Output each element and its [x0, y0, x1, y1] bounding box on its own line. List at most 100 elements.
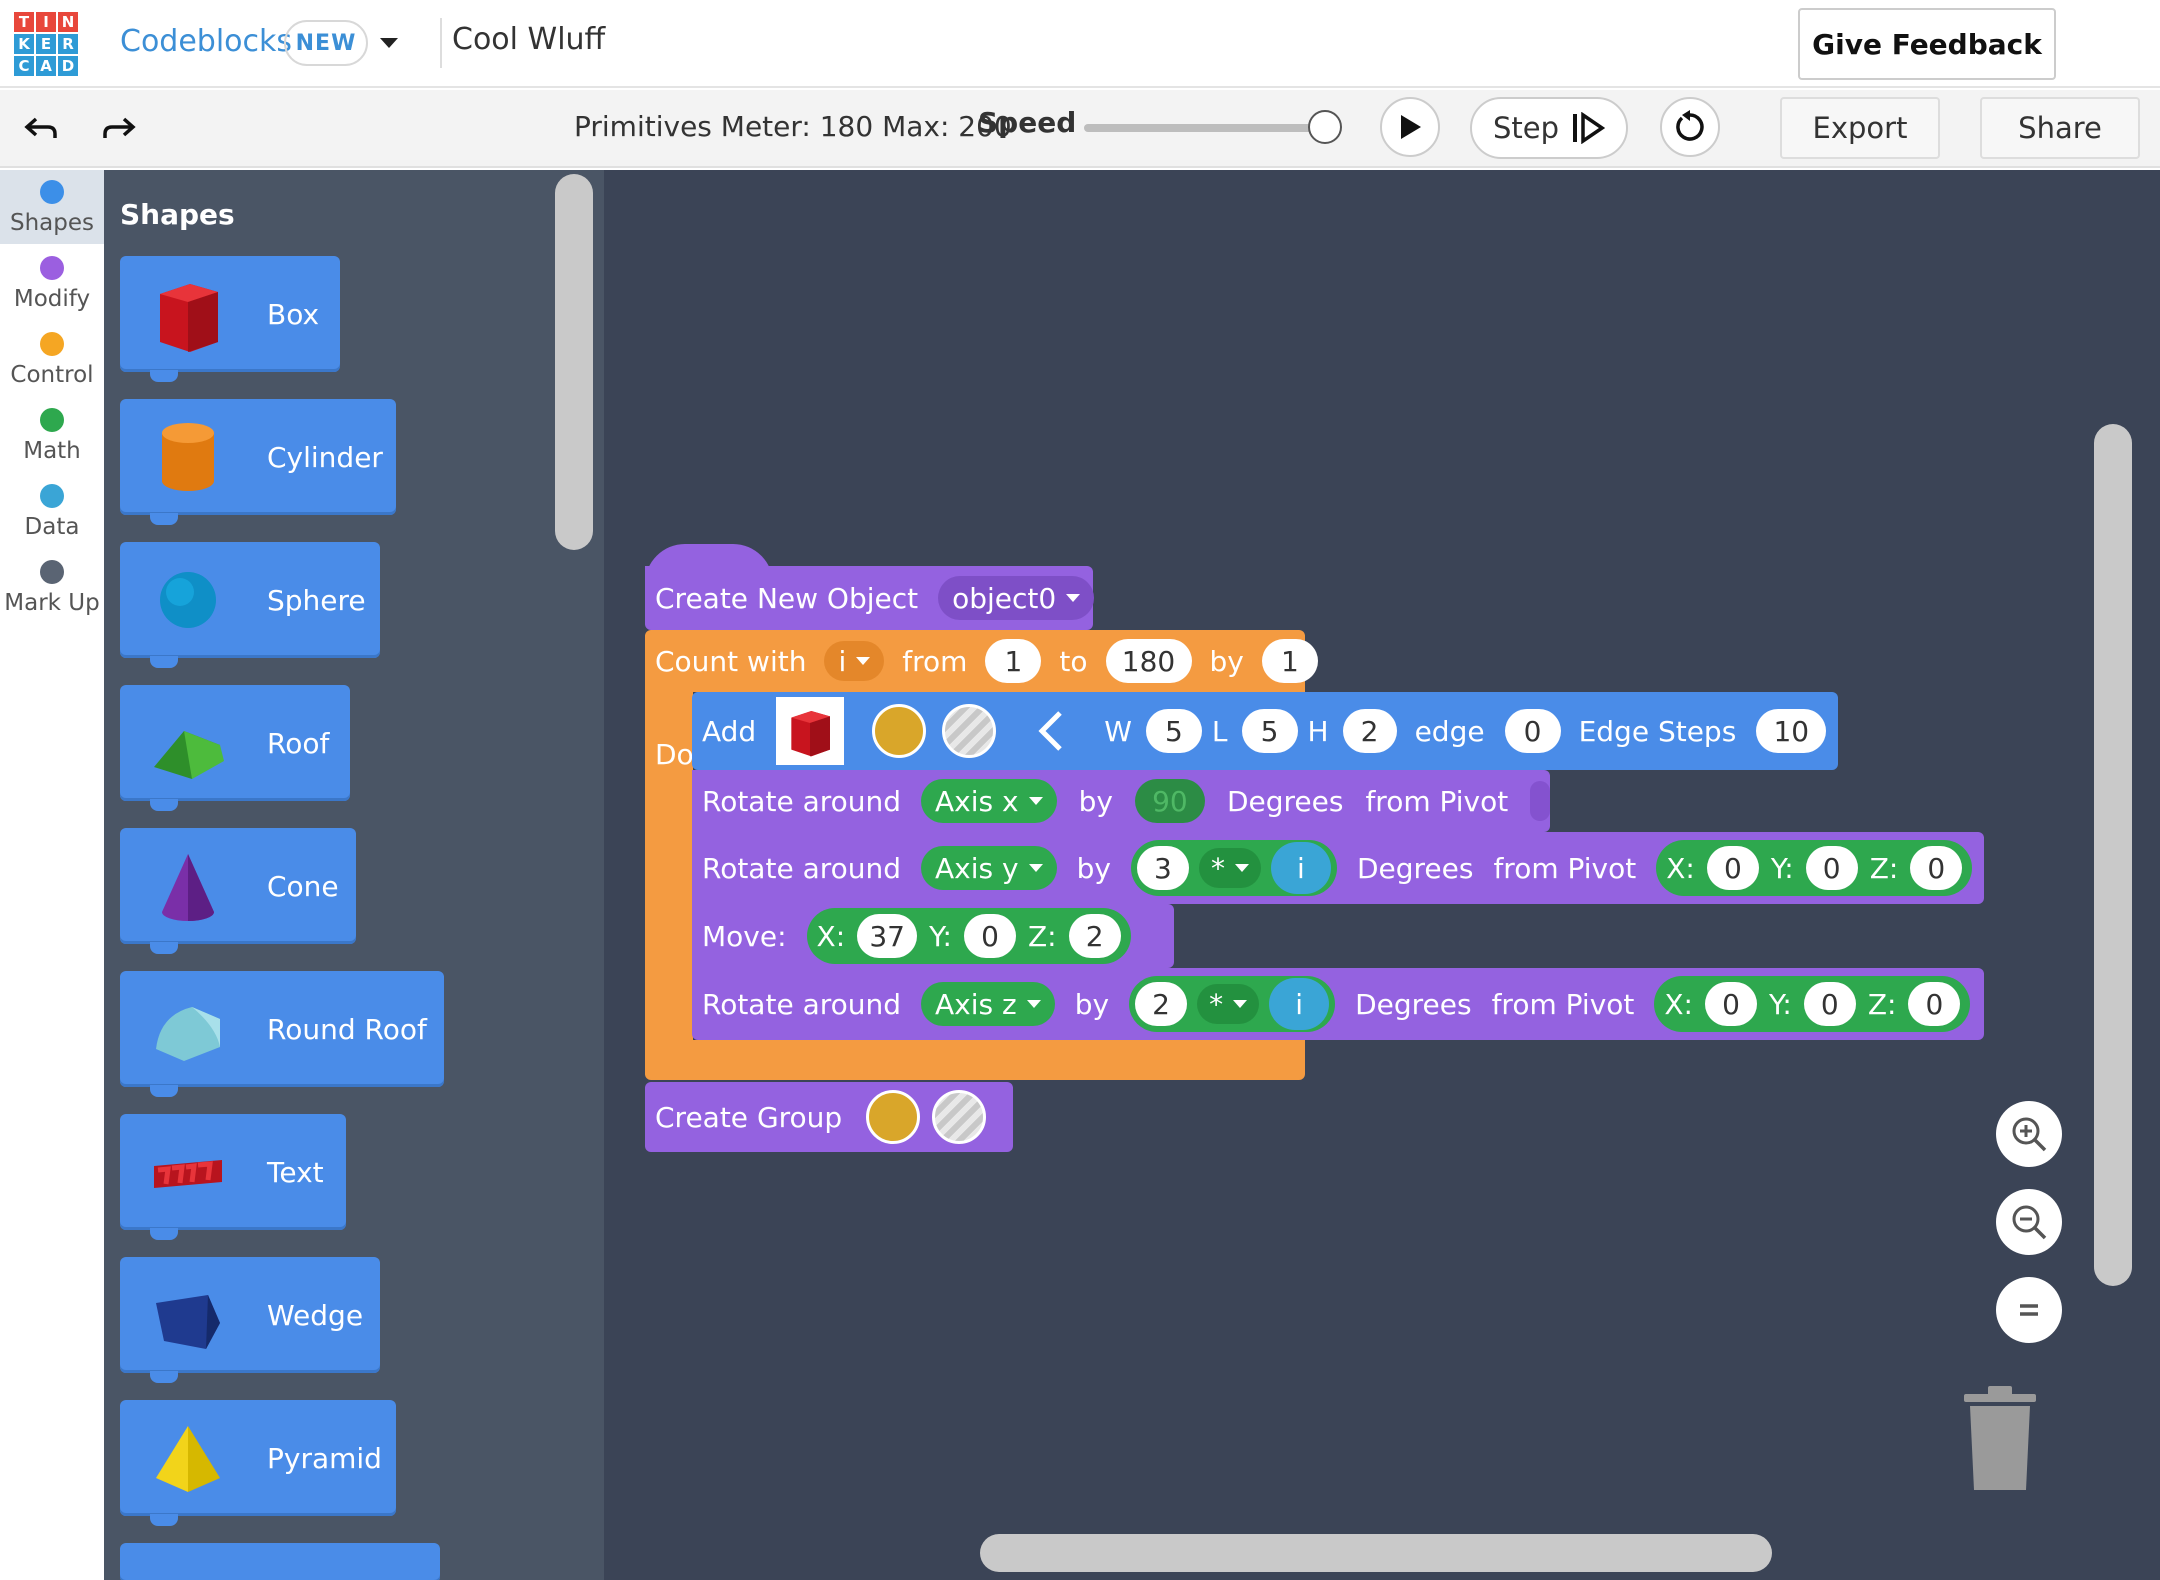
chevron-down-icon[interactable]	[380, 38, 398, 48]
flyout-scrollbar[interactable]	[555, 174, 593, 550]
zoom-reset-button[interactable]	[1996, 1277, 2062, 1343]
category-control[interactable]: Control	[0, 322, 104, 396]
trash-icon[interactable]	[1962, 1384, 2038, 1492]
dropdown-value: *	[1209, 987, 1224, 1021]
shape-label: Round Roof	[267, 1012, 427, 1046]
create-new-object-block[interactable]: Create New Object object0	[645, 566, 1095, 630]
variable-i-block[interactable]: i	[1270, 842, 1331, 894]
collapse-chevron-icon[interactable]	[1036, 709, 1066, 753]
redo-icon[interactable]	[94, 104, 144, 154]
reset-button[interactable]	[1660, 97, 1720, 157]
move-block[interactable]: Move: X: 37 Y: 0 Z: 2	[692, 904, 1174, 968]
logo-letter: A	[36, 56, 56, 76]
category-shapes[interactable]: Shapes	[0, 170, 104, 244]
multiply-expression[interactable]: 3 * i	[1130, 840, 1337, 896]
shape-block-text[interactable]: Text	[120, 1114, 346, 1240]
edge-steps-input[interactable]: 10	[1756, 709, 1827, 753]
operand-a-input[interactable]: 3	[1136, 846, 1189, 890]
operand-a-input[interactable]: 2	[1135, 982, 1188, 1026]
shape-block-pyramid[interactable]: Pyramid	[120, 1400, 396, 1526]
move-x-input[interactable]: 37	[857, 914, 918, 958]
hole-swatch[interactable]	[942, 704, 997, 758]
shape-block-cylinder[interactable]: Cylinder	[120, 399, 396, 525]
shape-block-partial[interactable]	[120, 1543, 440, 1580]
edge-input[interactable]: 0	[1504, 709, 1561, 753]
step-button[interactable]: Step	[1470, 97, 1628, 159]
color-swatch-gold[interactable]	[866, 1090, 921, 1144]
zoom-out-button[interactable]	[1996, 1189, 2062, 1255]
pivot-z-input[interactable]: 0	[1910, 846, 1963, 890]
app-name[interactable]: Codeblocks	[120, 24, 293, 59]
logo-letter: R	[58, 34, 78, 54]
multiply-expression[interactable]: 2 * i	[1129, 976, 1336, 1032]
workspace-vertical-scrollbar[interactable]	[2094, 424, 2132, 1286]
length-input[interactable]: 5	[1241, 709, 1298, 753]
export-button[interactable]: Export	[1780, 97, 1940, 159]
pivot-empty-slot[interactable]	[1530, 781, 1550, 821]
tinkercad-logo[interactable]: T I N K E R C A D	[14, 12, 78, 76]
pivot-label: from Pivot	[1493, 851, 1637, 885]
shape-block-round-roof[interactable]: Round Roof	[120, 971, 444, 1097]
angle-input[interactable]: 90	[1134, 779, 1205, 823]
axis-dropdown[interactable]: Axis z	[921, 982, 1055, 1026]
logo-letter: N	[58, 12, 78, 32]
edge-steps-label: Edge Steps	[1578, 714, 1737, 748]
by-label: by	[1076, 851, 1111, 885]
pivot-x-input[interactable]: 0	[1705, 982, 1757, 1026]
axis-dropdown[interactable]: Axis y	[921, 846, 1057, 890]
project-name[interactable]: Cool Wluff	[452, 22, 606, 57]
pivot-label: from Pivot	[1491, 987, 1635, 1021]
pivot-y-input[interactable]: 0	[1805, 846, 1858, 890]
axis-dropdown[interactable]: Axis x	[921, 779, 1057, 823]
by-input[interactable]: 1	[1261, 639, 1318, 683]
play-button[interactable]	[1380, 97, 1440, 157]
pivot-xyz[interactable]: X: 0 Y: 0 Z: 0	[1654, 976, 1971, 1032]
shape-block-sphere[interactable]: Sphere	[120, 542, 380, 668]
zoom-in-icon	[2012, 1117, 2047, 1152]
shape-block-roof[interactable]: Roof	[120, 685, 350, 811]
rotate-z-block[interactable]: Rotate around Axis z by 2 * i Degrees fr…	[692, 968, 1984, 1040]
category-data[interactable]: Data	[0, 474, 104, 548]
category-modify[interactable]: Modify	[0, 246, 104, 320]
shape-block-box[interactable]: Box	[120, 256, 340, 382]
object-variable-dropdown[interactable]: object0	[938, 576, 1095, 620]
category-mark-up[interactable]: Mark Up	[0, 550, 104, 624]
from-input[interactable]: 1	[985, 639, 1042, 683]
workspace-horizontal-scrollbar[interactable]	[980, 1534, 1772, 1572]
create-group-block[interactable]: Create Group	[645, 1082, 1013, 1152]
speed-slider-handle[interactable]	[1308, 110, 1342, 144]
loop-variable-dropdown[interactable]: i	[824, 641, 885, 681]
move-xyz[interactable]: X: 37 Y: 0 Z: 2	[806, 908, 1131, 964]
move-z-input[interactable]: 2	[1068, 914, 1121, 958]
new-badge: NEW	[284, 20, 368, 66]
count-loop-header[interactable]	[645, 630, 1305, 692]
hole-swatch[interactable]	[932, 1090, 987, 1144]
operator-dropdown[interactable]: *	[1198, 848, 1261, 888]
speed-slider[interactable]	[1084, 124, 1324, 132]
add-shape-block[interactable]: Add W 5 L 5 H 2 edge 0 Edge Steps 10	[692, 692, 1838, 770]
move-y-input[interactable]: 0	[963, 914, 1016, 958]
to-input[interactable]: 180	[1105, 639, 1192, 683]
count-with-row: Count with i from 1 to 180 by 1	[655, 638, 1318, 684]
box-shape-preview[interactable]	[776, 697, 845, 765]
category-math[interactable]: Math	[0, 398, 104, 472]
category-label: Control	[10, 362, 94, 388]
sphere-icon	[160, 572, 216, 628]
shape-block-wedge[interactable]: Wedge	[120, 1257, 380, 1383]
give-feedback-button[interactable]: Give Feedback	[1798, 8, 2056, 80]
pivot-y-input[interactable]: 0	[1803, 982, 1856, 1026]
height-input[interactable]: 2	[1342, 709, 1397, 753]
zoom-in-button[interactable]	[1996, 1101, 2062, 1167]
rotate-x-block[interactable]: Rotate around Axis x by 90 Degrees from …	[692, 770, 1550, 832]
pivot-xyz[interactable]: X: 0 Y: 0 Z: 0	[1656, 840, 1973, 896]
rotate-y-block[interactable]: Rotate around Axis y by 3 * i Degrees fr…	[692, 832, 1984, 904]
share-button[interactable]: Share	[1980, 97, 2140, 159]
pivot-z-input[interactable]: 0	[1908, 982, 1961, 1026]
pivot-x-input[interactable]: 0	[1706, 846, 1759, 890]
color-swatch-gold[interactable]	[872, 704, 927, 758]
shape-block-cone[interactable]: Cone	[120, 828, 356, 954]
operator-dropdown[interactable]: *	[1197, 984, 1260, 1024]
variable-i-block[interactable]: i	[1269, 978, 1330, 1030]
width-input[interactable]: 5	[1145, 709, 1202, 753]
undo-icon[interactable]	[16, 104, 66, 154]
